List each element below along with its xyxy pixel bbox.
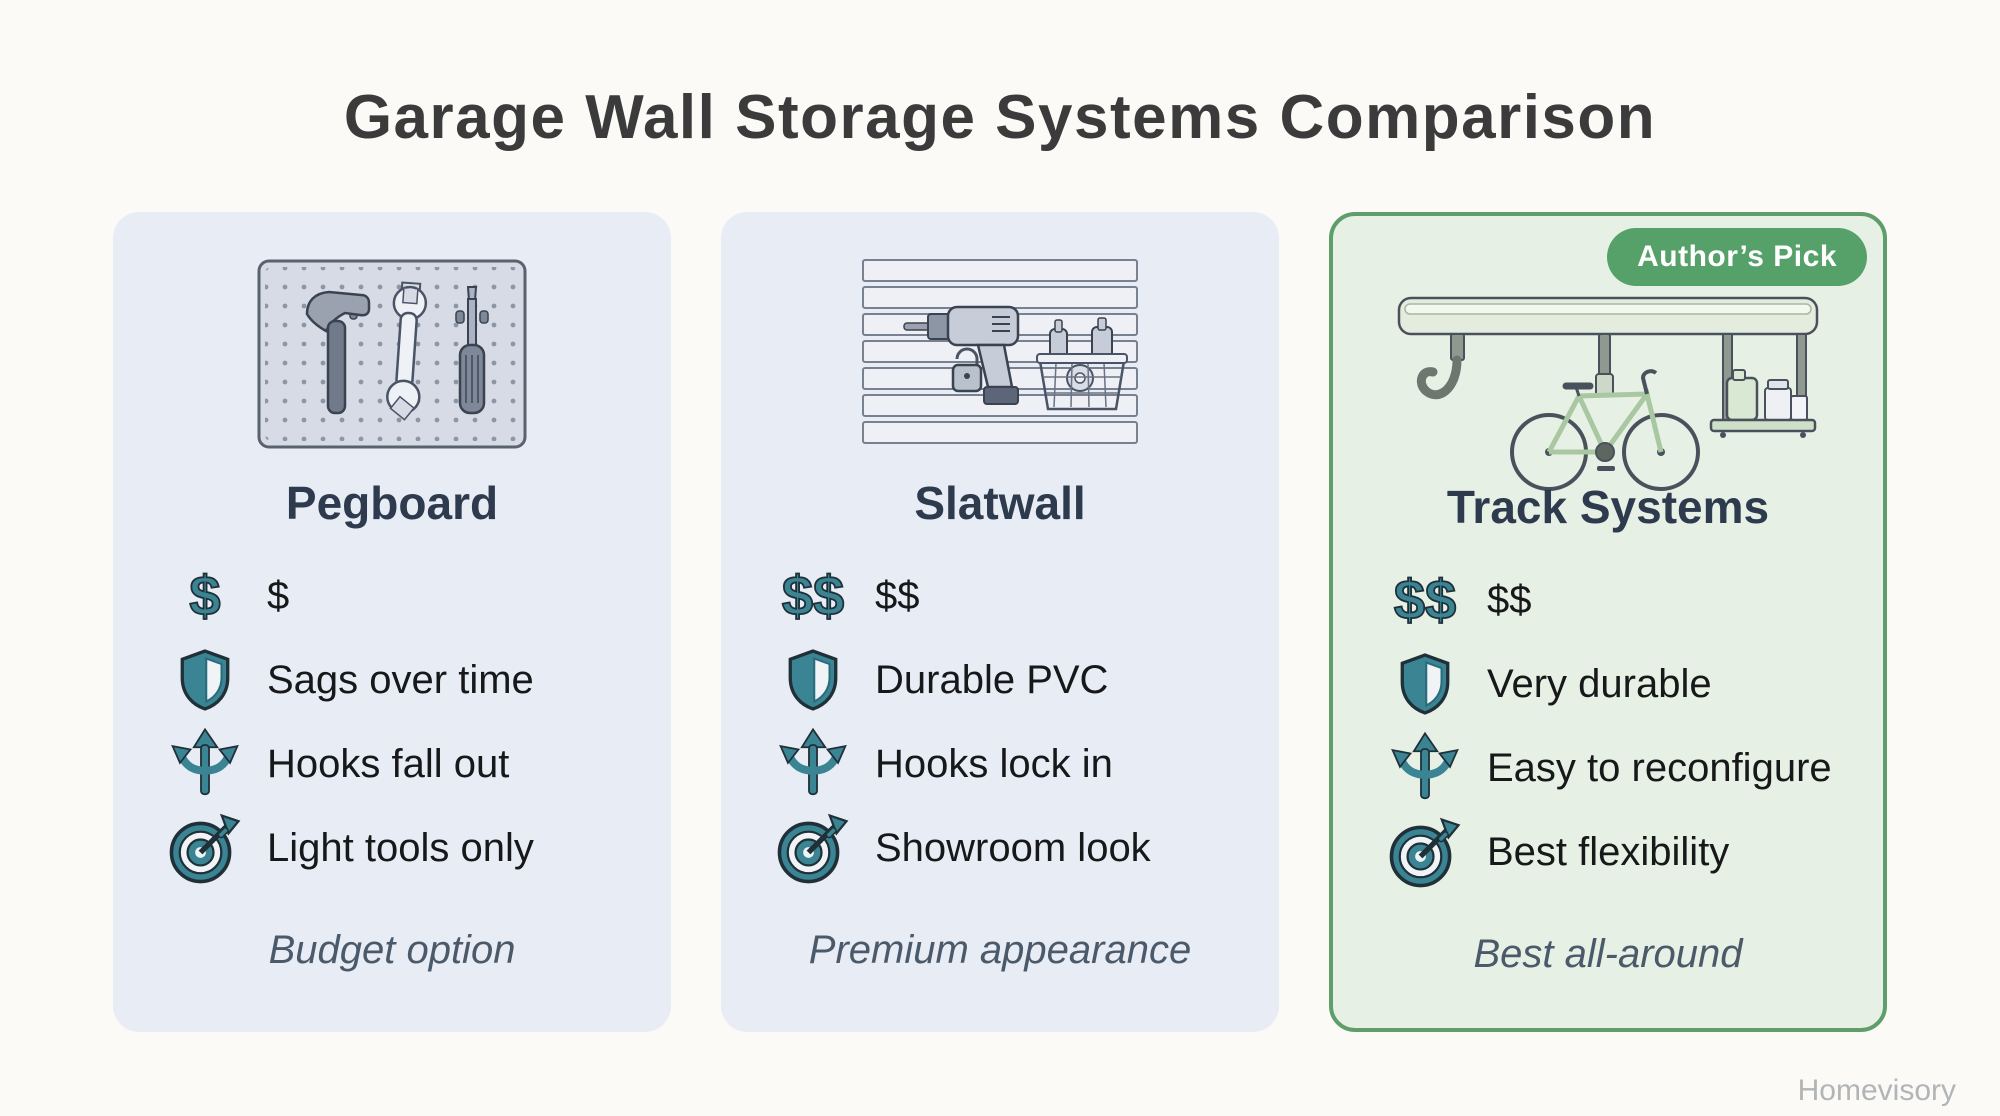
card-title: Track Systems [1446,481,1770,533]
feature-row-hooks: Easy to reconfigure [1373,726,1859,810]
arrows-icon [153,726,257,802]
dollar-icon: $$ [781,564,845,627]
feature-text: Showroom look [875,825,1151,870]
comparison-cards: Pegboard $ $ Sags over time Hooks fall o… [113,212,1887,1032]
track-illustration [1333,292,1883,506]
feature-row-price: $$ $$ [1373,558,1859,642]
watermark: Homevisory [1797,1074,1956,1107]
feature-row-durability: Very durable [1373,642,1859,726]
hammer-icon [305,290,371,415]
feature-text: $ [267,573,290,618]
shield-icon [1373,653,1477,715]
card-title: Slatwall [914,477,1086,529]
feature-text: $$ [875,573,920,618]
target-icon [1373,814,1477,890]
feature-text: Light tools only [267,825,534,870]
feature-list: $ $ Sags over time Hooks fall out [153,554,647,890]
screwdriver-icon [455,286,489,415]
feature-list: $$ $$ Durable PVC Hooks lock in [761,554,1255,890]
target-icon [153,810,257,886]
target-icon [761,810,865,886]
dollar-icon: $ [189,564,222,627]
feature-text: Very durable [1487,661,1712,706]
dollar-icon: $$ [1393,568,1457,631]
bicycle-icon [1510,368,1700,491]
shelf-icon [1709,332,1817,438]
arrows-icon [1373,730,1477,806]
feature-list: $$ $$ Very durable Easy to reconfigure [1373,558,1859,894]
wrench-icon [386,281,428,421]
shield-icon [153,649,257,711]
feature-row-durability: Durable PVC [761,638,1255,722]
feature-text: Easy to reconfigure [1487,745,1832,790]
basket-icon [1036,316,1128,410]
feature-row-use-case: Best flexibility [1373,810,1859,894]
feature-text: Sags over time [267,657,534,702]
feature-text: Best flexibility [1487,829,1730,874]
feature-row-durability: Sags over time [153,638,647,722]
feature-text: Durable PVC [875,657,1109,702]
card-footer: Budget option [268,928,516,972]
shield-icon [761,649,865,711]
card-footer: Best all-around [1473,932,1743,976]
feature-row-use-case: Showroom look [761,806,1255,890]
card-pegboard: Pegboard $ $ Sags over time Hooks fall o… [113,212,671,1032]
feature-row-hooks: Hooks lock in [761,722,1255,806]
hook-icon [1416,332,1465,399]
arrows-icon [761,726,865,802]
slatwall-with-drill-image [862,258,1138,444]
card-title: Pegboard [285,477,499,529]
track-rail-icon [1397,296,1819,335]
feature-row-price: $$ $$ [761,554,1255,638]
card-track-systems: Author’s Pick [1329,212,1887,1032]
feature-row-use-case: Light tools only [153,806,647,890]
authors-pick-badge: Author’s Pick [1607,228,1867,286]
pegboard-with-tools-image [257,259,527,449]
bike-hanger-strut [1598,332,1611,377]
page-title: Garage Wall Storage Systems Comparison [343,83,1657,152]
feature-text: $$ [1487,577,1532,622]
slatwall-illustration [721,254,1279,454]
card-slatwall: Slatwall $$ $$ Durable PVC Hooks lock in [721,212,1279,1032]
card-footer: Premium appearance [808,928,1192,972]
pegboard-illustration [113,254,671,454]
track-rail-with-bike-image [1397,296,1819,491]
padlock-icon [951,347,983,392]
feature-row-price: $ $ [153,554,647,638]
feature-row-hooks: Hooks fall out [153,722,647,806]
feature-text: Hooks fall out [267,741,510,786]
feature-text: Hooks lock in [875,741,1113,786]
drill-icon [903,305,1020,405]
